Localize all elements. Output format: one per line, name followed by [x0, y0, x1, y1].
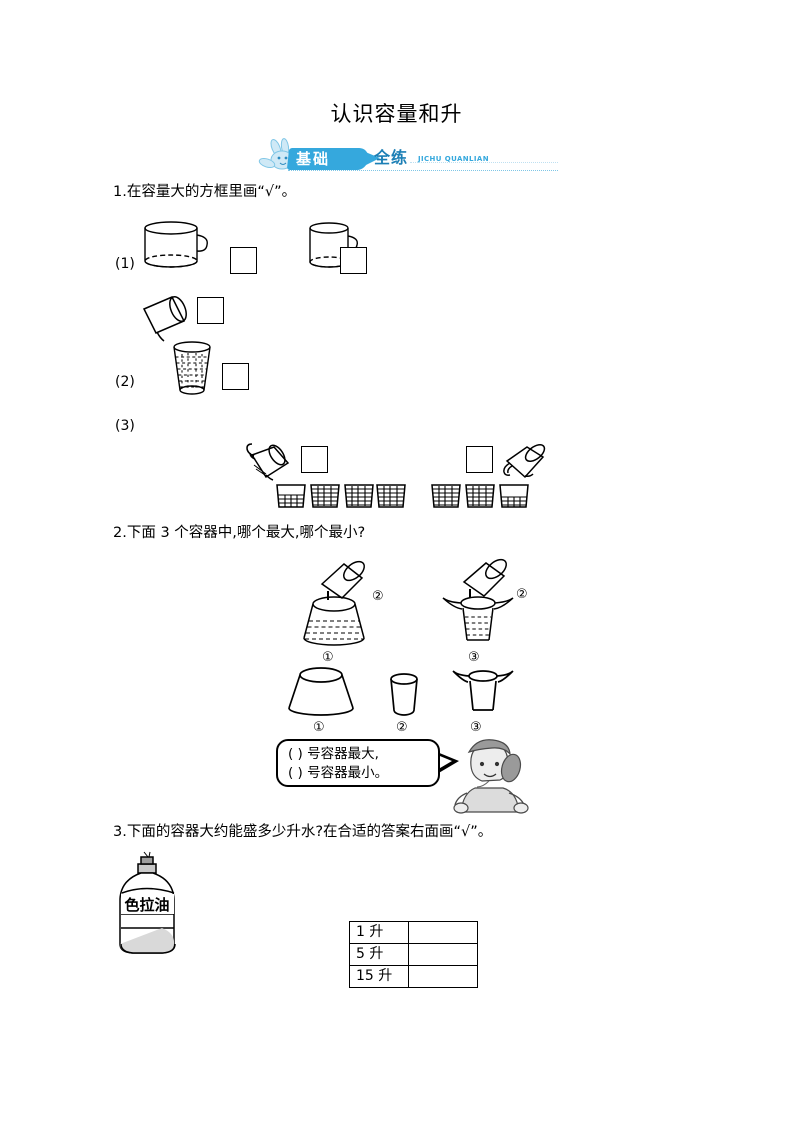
liter-option-2: 5 升	[349, 943, 409, 966]
label-container-3-top: ③	[468, 650, 480, 665]
table-row[interactable]: 1 升	[349, 921, 478, 944]
banner-divider	[288, 170, 558, 171]
question-1-text: 1.在容量大的方框里画“√”。	[113, 184, 297, 200]
table-row[interactable]: 5 升	[349, 943, 478, 966]
question-1-subpart-2-label: (2)	[115, 374, 135, 390]
oil-bottle-label: 色拉油	[124, 896, 169, 914]
question-3-text: 3.下面的容器大约能盛多少升水?在合适的答案右面画“√”。	[113, 824, 493, 840]
container-1-figure	[284, 666, 358, 718]
speech-bubble-line-2: ( ) 号容器最小。	[288, 765, 389, 781]
section-banner: 基础 全练 JICHU QUANLIAN	[258, 138, 558, 176]
pour-into-container-1-figure: ②	[300, 556, 410, 656]
answer-box-1-2-a[interactable]	[197, 297, 224, 324]
speech-bubble-line-1: ( ) 号容器最大,	[288, 746, 379, 762]
liter-answer-cell-1[interactable]	[408, 921, 478, 944]
liter-answer-cell-3[interactable]	[408, 965, 478, 988]
container-3-figure	[452, 666, 514, 716]
container-2-label: ②	[396, 720, 408, 735]
page-title: 认识容量和升	[330, 102, 463, 126]
table-row[interactable]: 15 升	[349, 965, 478, 988]
tilted-cup-pouring-figure	[140, 295, 200, 345]
banner-label-secondary: 全练	[374, 148, 409, 167]
svg-text:②: ②	[372, 589, 384, 604]
pitcher-right-figure	[497, 443, 549, 487]
pour-into-container-3-figure: ②	[440, 556, 550, 656]
textured-cup-figure	[168, 340, 216, 396]
liter-answer-cell-2[interactable]	[408, 943, 478, 966]
cup-group-left	[275, 482, 406, 512]
container-3-label: ③	[470, 720, 482, 735]
oil-bottle-figure: 色拉油	[110, 851, 186, 960]
banner-divider-upper	[410, 162, 558, 163]
girl-character-icon	[449, 736, 531, 818]
banner-pinyin: JICHU QUANLIAN	[418, 155, 489, 163]
liter-option-1: 1 升	[349, 921, 409, 944]
pitcher-left-figure	[244, 443, 296, 487]
svg-text:②: ②	[516, 587, 528, 602]
answer-box-1-1-a[interactable]	[230, 247, 257, 274]
label-container-1-top: ①	[322, 650, 334, 665]
banner-label-primary: 基础	[296, 150, 331, 168]
answer-box-1-3-b[interactable]	[466, 446, 493, 473]
answer-box-1-3-a[interactable]	[301, 446, 328, 473]
question-1-subpart-1-label: (1)	[115, 256, 135, 272]
container-2-figure	[384, 672, 424, 718]
cup-group-right	[430, 482, 529, 512]
question-1-subpart-3-label: (3)	[115, 418, 135, 434]
mug-wide-figure	[140, 221, 216, 274]
container-1-label: ①	[313, 720, 325, 735]
liter-option-3: 15 升	[349, 965, 409, 988]
liter-options-table: 1 升 5 升 15 升	[349, 921, 478, 988]
answer-box-1-1-b[interactable]	[340, 247, 367, 274]
speech-bubble: ( ) 号容器最大, ( ) 号容器最小。	[276, 739, 440, 787]
answer-box-1-2-b[interactable]	[222, 363, 249, 390]
question-2-text: 2.下面 3 个容器中,哪个最大,哪个最小?	[113, 525, 366, 541]
